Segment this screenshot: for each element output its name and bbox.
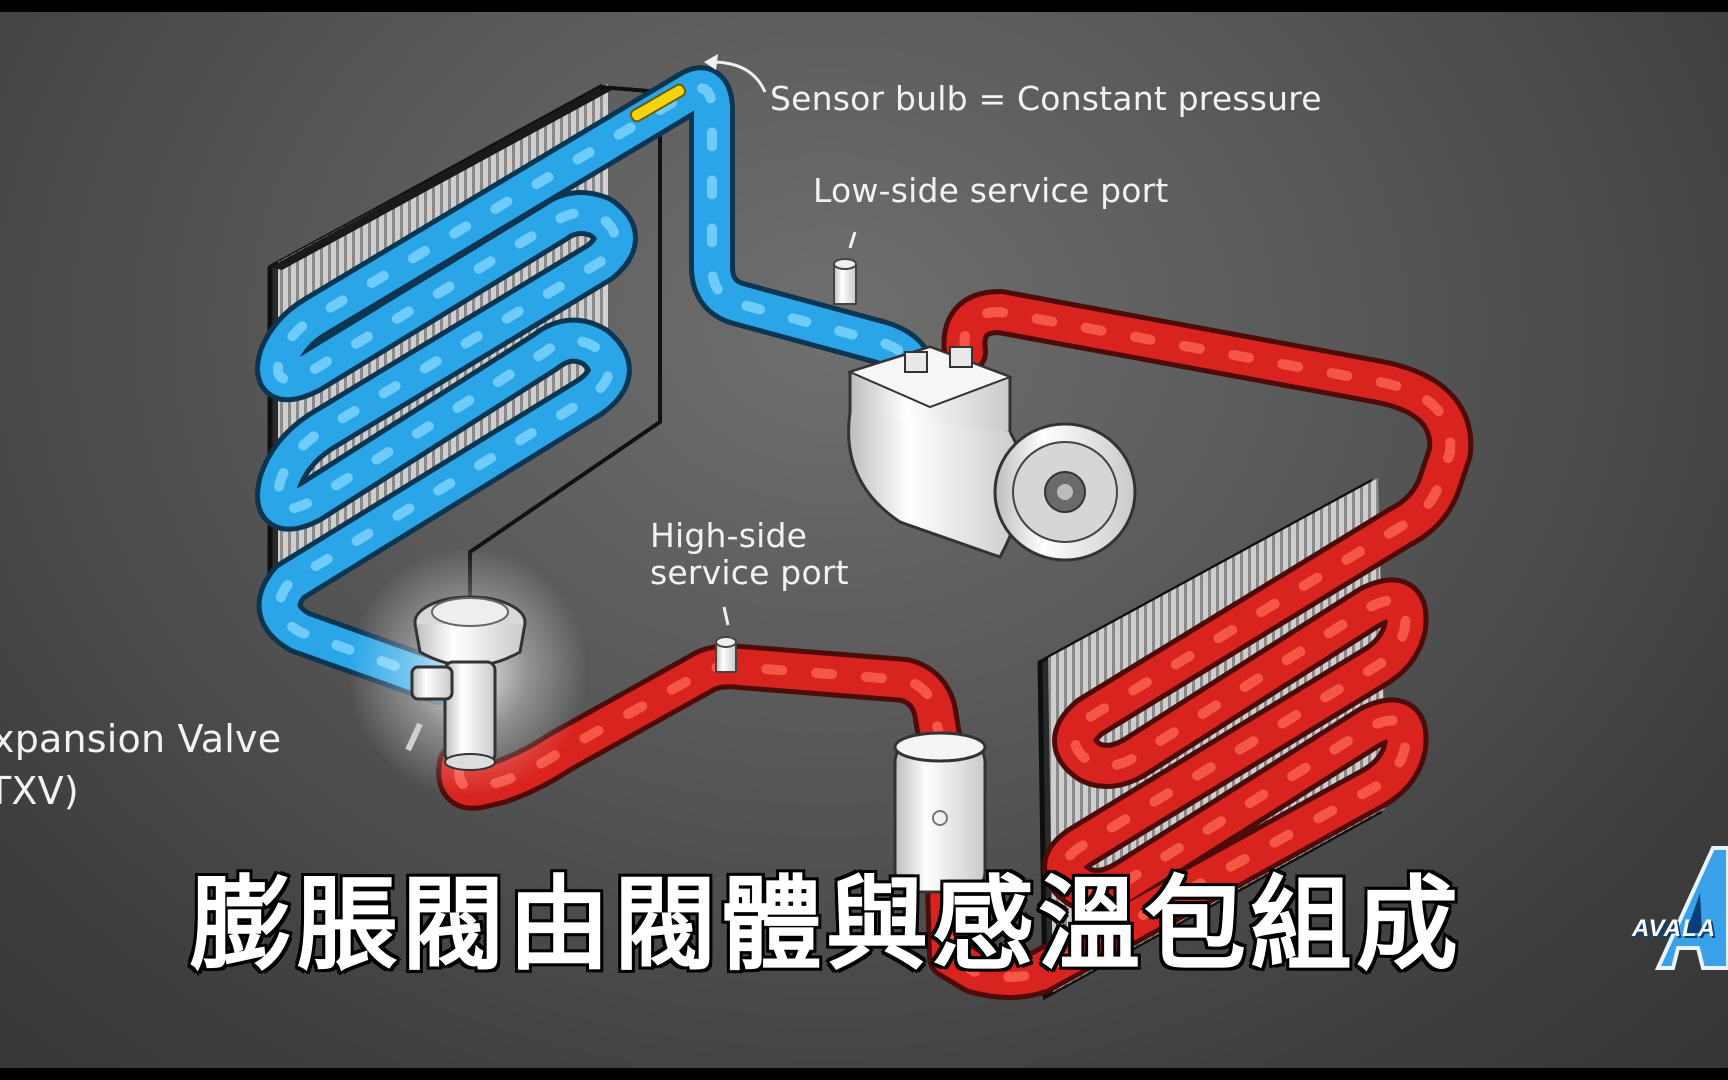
- arrow-icon: [704, 54, 718, 70]
- expansion-valve: [410, 595, 527, 771]
- compressor: [847, 345, 1137, 562]
- txv-label-line2: TXV): [0, 769, 79, 813]
- low-side-service-port: [833, 231, 857, 305]
- txv-label-line1: xpansion Valve: [0, 717, 282, 761]
- high-side-port-label-line1: High-side: [650, 516, 808, 555]
- high-side-line: [436, 289, 1474, 1000]
- sensor-bulb: [629, 83, 687, 123]
- diagram-stage: Sensor bulb = Constant pressure Low-side…: [0, 12, 1728, 1068]
- high-side-port-label-line2: service port: [650, 553, 849, 592]
- txv-pointer-arrow: [405, 722, 423, 752]
- sensor-bulb-label: Sensor bulb = Constant pressure: [770, 79, 1322, 118]
- receiver-drier: [893, 731, 987, 894]
- avalanche-logo-icon: [1654, 846, 1728, 970]
- ac-refrigerant-cycle-diagram: [255, 54, 1474, 1001]
- low-side-port-label: Low-side service port: [813, 171, 1169, 210]
- low-side-line: [255, 65, 938, 705]
- high-side-service-port: [715, 606, 737, 673]
- sensor-bulb-leader: [711, 60, 767, 93]
- logo-text: AVALA: [1632, 915, 1717, 942]
- video-subtitle: 膨脹閥由閥體與感溫包組成: [188, 865, 1462, 985]
